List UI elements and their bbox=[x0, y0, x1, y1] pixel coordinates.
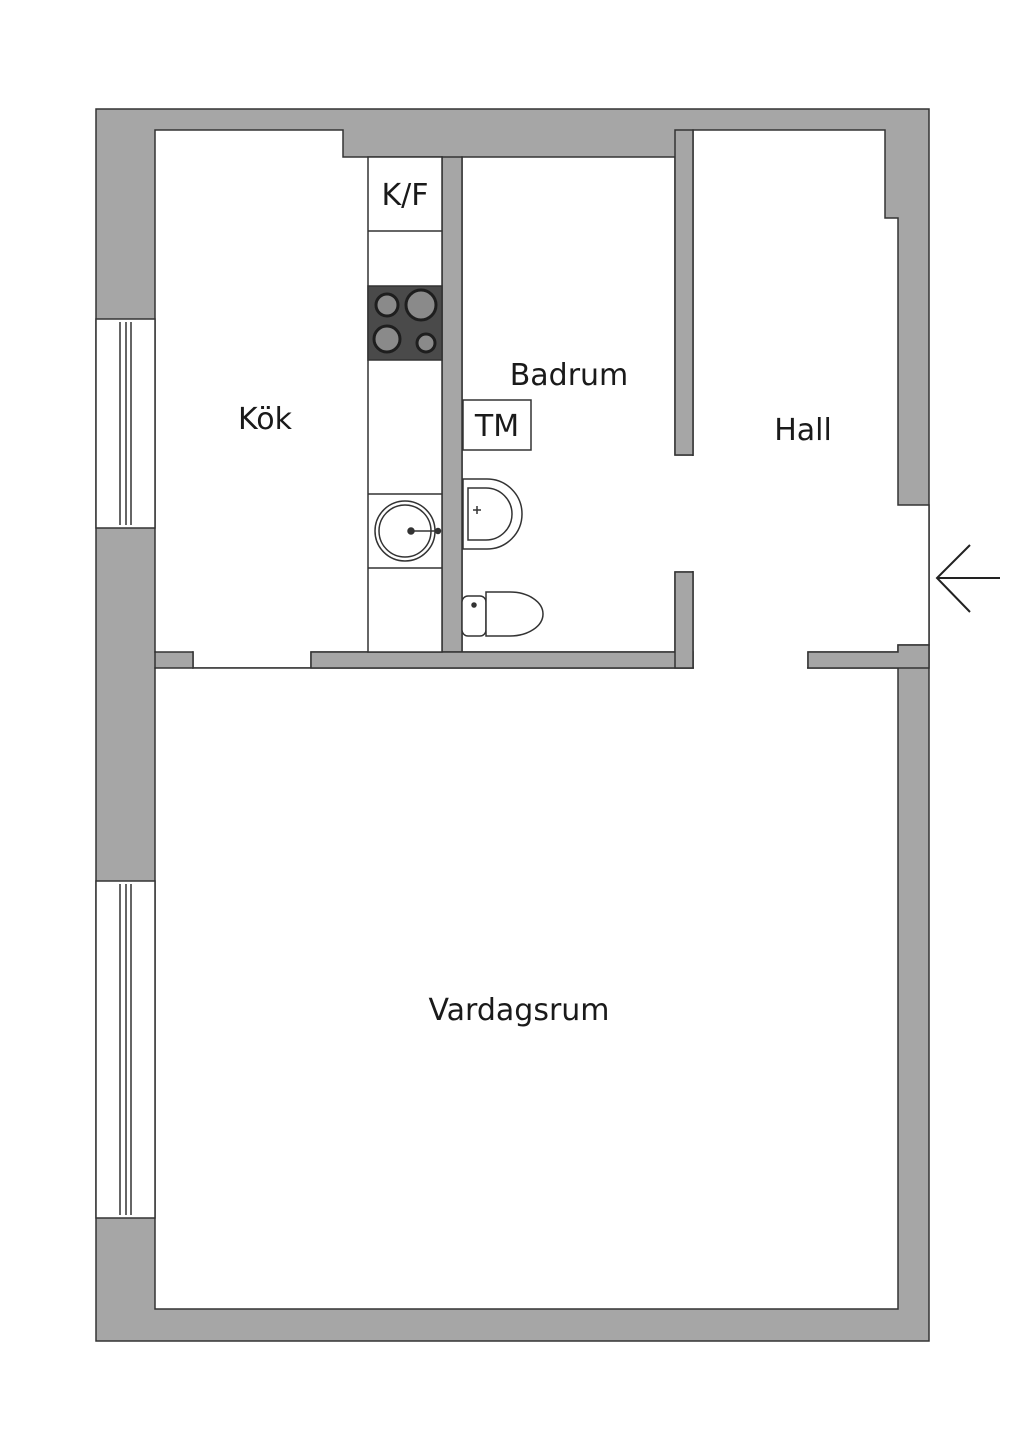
wall-kitchen-bath bbox=[441, 156, 463, 653]
living-room-floor bbox=[154, 667, 899, 1310]
window-kitchen bbox=[95, 318, 156, 529]
basin-icon bbox=[462, 478, 523, 550]
window-living-room bbox=[95, 880, 156, 1219]
room-label-hall: Hall bbox=[774, 413, 832, 448]
toilet-icon bbox=[461, 591, 544, 637]
washing-machine-label: TM bbox=[474, 409, 519, 444]
stove-icon bbox=[367, 285, 443, 361]
wall-bath-hall-north bbox=[674, 129, 694, 456]
wall-kitchen-stub bbox=[154, 651, 194, 669]
windows bbox=[95, 318, 156, 1219]
wall-bath-hall-south bbox=[674, 571, 694, 669]
washing-machine-box bbox=[462, 399, 532, 451]
room-label-bathroom: Badrum bbox=[510, 358, 629, 393]
wall-bath-south bbox=[310, 651, 694, 669]
kitchen-counter bbox=[367, 156, 443, 653]
sink-icon bbox=[374, 500, 442, 562]
floor-areas bbox=[154, 129, 930, 1310]
arrow-left-icon bbox=[935, 544, 1000, 613]
interior-walls bbox=[154, 129, 930, 669]
room-label-kitchen: Kök bbox=[238, 402, 293, 437]
room-label-living-room: Vardagsrum bbox=[428, 993, 609, 1028]
fridge-freezer-label: K/F bbox=[381, 178, 428, 213]
wall-hall-stub bbox=[807, 644, 930, 669]
